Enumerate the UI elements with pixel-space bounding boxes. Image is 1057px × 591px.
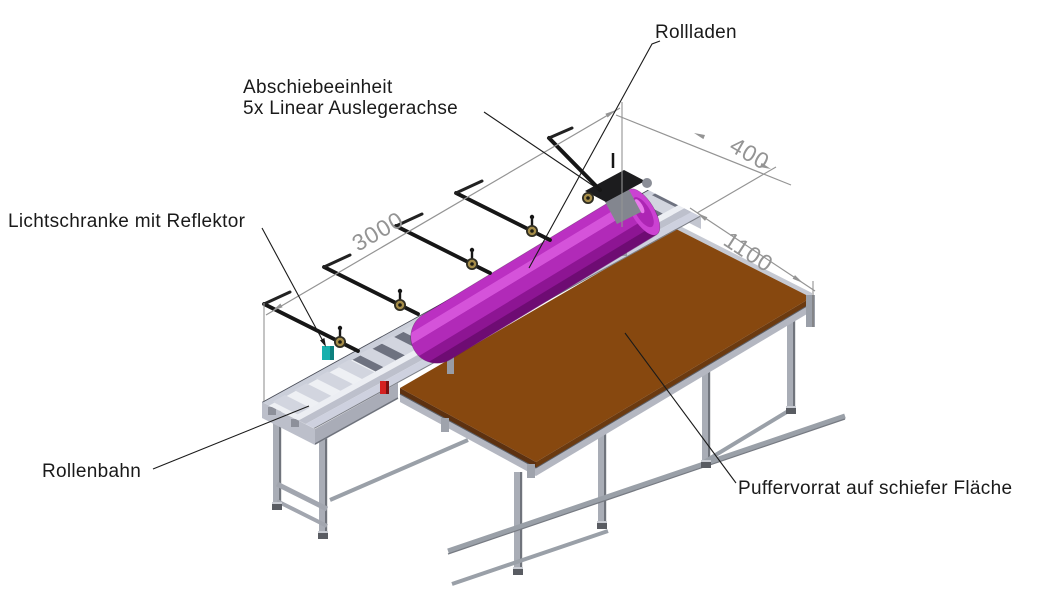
table-leg bbox=[514, 316, 796, 570]
leader-rollladen bbox=[528, 40, 661, 269]
dimension-arrows bbox=[272, 110, 803, 311]
conveyor-support-frame bbox=[272, 405, 469, 539]
leader-puffervorrat bbox=[624, 332, 737, 484]
label-rollenbahn: Rollenbahn bbox=[42, 461, 141, 482]
buffer-plate bbox=[400, 228, 812, 462]
linear-axis-unit bbox=[322, 253, 420, 316]
linear-axis-unit bbox=[547, 126, 602, 204]
buffer-surface bbox=[399, 224, 815, 478]
dim-line-3000 bbox=[265, 107, 621, 316]
cylinder-shading bbox=[401, 184, 667, 373]
label-abschiebeeinheit-line1: Abschiebeeinheit bbox=[243, 77, 393, 98]
linear-axis-unit bbox=[262, 290, 360, 353]
leader-lichtschranke bbox=[261, 227, 325, 344]
label-annotations: Rollladen Abschiebeeinheit 5x Linear Aus… bbox=[8, 22, 1012, 499]
label-abschiebeeinheit-line2: 5x Linear Auslegerachse bbox=[243, 98, 458, 119]
linear-axes bbox=[262, 126, 652, 353]
label-rollladen: Rollladen bbox=[655, 22, 737, 43]
reflector-block bbox=[380, 381, 389, 394]
leader-arrow bbox=[320, 338, 326, 347]
label-lichtschranke: Lichtschranke mit Reflektor bbox=[8, 211, 246, 232]
dim-text-3000: 3000 bbox=[347, 206, 408, 256]
leveling-feet bbox=[513, 406, 796, 575]
leader-abschiebeeinheit bbox=[483, 111, 599, 190]
linear-axis-unit bbox=[454, 179, 552, 242]
buffer-table-frame bbox=[447, 316, 846, 586]
leader-rollenbahn bbox=[152, 405, 310, 470]
dim-line-400 bbox=[615, 114, 792, 186]
linear-axis-unit bbox=[394, 212, 492, 275]
frame-stringer bbox=[447, 408, 846, 586]
cylinder-stand bbox=[447, 348, 454, 374]
shutter-cylinder bbox=[401, 184, 667, 373]
label-puffervorrat: Puffervorrat auf schiefer Fläche bbox=[738, 478, 1012, 499]
